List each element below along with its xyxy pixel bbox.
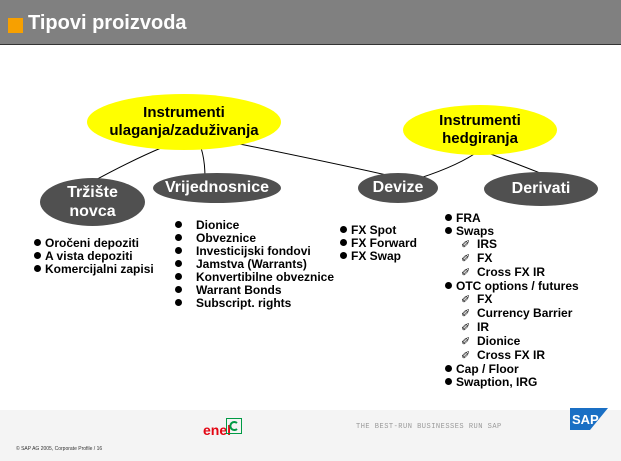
list-item: Jamstva (Warrants) [175, 258, 334, 271]
node-instrumenti-ulaganja: Instrumenti ulaganja/zaduživanja [87, 94, 281, 150]
list-subitem: ✐IR [461, 320, 489, 335]
title-bar: Tipovi proizvoda [0, 0, 621, 45]
node-devize: Devize [358, 173, 438, 203]
sap-logo: SAP [570, 408, 608, 430]
node-instrumenti-hedgiranja: Instrumenti hedgiranja [403, 105, 557, 155]
pen-icon: ✐ [461, 239, 471, 251]
pen-icon: ✐ [461, 253, 471, 265]
list-item: Oročeni depoziti [34, 237, 154, 250]
list-item: Konvertibilne obveznice [175, 271, 334, 284]
list-subitem: ✐FX [461, 251, 493, 266]
list-item: OTC options / futures [445, 280, 579, 293]
list-item: FX Swap [340, 250, 417, 263]
list-item: Warrant Bonds [175, 284, 334, 297]
list-item: A vista depoziti [34, 250, 154, 263]
enel-logo: enel [203, 415, 243, 445]
list-subitem: ✐IRS [461, 237, 498, 252]
list-item: Komercijalni zapisi [34, 263, 154, 276]
list-trziste-novca: Oročeni depoziti A vista depoziti Komerc… [34, 237, 154, 276]
list-subitem: ✐Cross FX IR [461, 348, 546, 363]
list-subitem: ✐Cross FX IR [461, 265, 546, 280]
list-item: FX Spot [340, 224, 417, 237]
list-devize: FX Spot FX Forward FX Swap [340, 224, 417, 263]
list-item: Cap / Floor [445, 363, 579, 376]
pen-icon: ✐ [461, 336, 471, 348]
svg-text:SAP: SAP [572, 412, 599, 427]
pen-icon: ✐ [461, 350, 471, 362]
list-item: Swaption, IRG [445, 376, 579, 389]
list-item: Swaps [445, 225, 579, 238]
list-vrijednosnice: Dionice Obveznice Investicijski fondovi … [175, 219, 334, 310]
list-subitem: ✐Currency Barrier [461, 306, 573, 321]
pen-icon: ✐ [461, 294, 471, 306]
list-item: Obveznice [175, 232, 334, 245]
list-derivati: FRA Swaps ✐IRS ✐FX ✐Cross FX IR OTC opti… [445, 212, 579, 389]
node-derivati: Derivati [484, 172, 598, 206]
title-accent-square [8, 18, 23, 33]
list-subitem: ✐Dionice [461, 334, 521, 349]
pen-icon: ✐ [461, 267, 471, 279]
list-item: FX Forward [340, 237, 417, 250]
list-item: Investicijski fondovi [175, 245, 334, 258]
svg-text:THE BEST-RUN BUSINESSES RUN SA: THE BEST-RUN BUSINESSES RUN SAP [356, 423, 502, 430]
pen-icon: ✐ [461, 322, 471, 334]
pen-icon: ✐ [461, 308, 471, 320]
sap-tagline-logo: THE BEST-RUN BUSINESSES RUN SAP [356, 423, 502, 430]
copyright-text: © SAP AG 2005, Corporate Profile / 16 [16, 446, 103, 452]
node-trziste-novca: Tržište novca [40, 178, 145, 226]
list-subitem: ✐FX [461, 292, 493, 307]
slide-title: Tipovi proizvoda [28, 12, 187, 34]
list-item: Subscript. rights [175, 297, 334, 310]
list-item: Dionice [175, 219, 334, 232]
node-vrijednosnice: Vrijednosnice [153, 173, 281, 203]
list-item: FRA [445, 212, 579, 225]
footer [0, 410, 621, 461]
